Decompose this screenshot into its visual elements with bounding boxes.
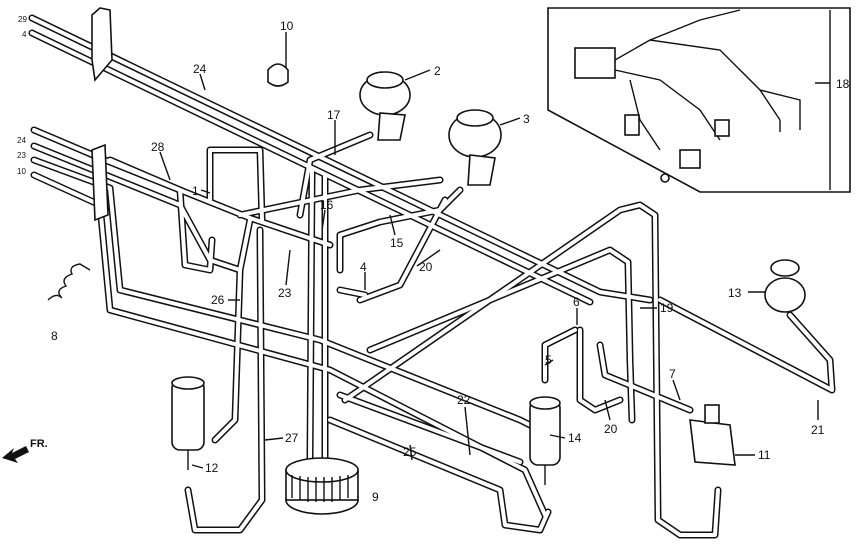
tube-label-10: 10	[17, 167, 26, 176]
callout-1: 1	[192, 184, 199, 198]
callout-10: 10	[280, 19, 294, 33]
callout-4: 4	[360, 260, 367, 274]
callout-13: 13	[728, 286, 742, 300]
hose-28-inner	[108, 158, 214, 272]
hose-16-a-inner	[308, 168, 314, 462]
callout-28: 28	[151, 140, 165, 154]
callout-19: 19	[660, 301, 674, 315]
callout-3: 3	[523, 112, 530, 126]
hose-5-inner	[543, 328, 577, 382]
callout-20-upper: 20	[419, 260, 433, 274]
solenoid-valve-11	[689, 404, 736, 466]
callout-17: 17	[327, 108, 341, 122]
hose-20-a-inner	[338, 188, 462, 272]
clip-8	[47, 263, 91, 301]
hose-19b-inner	[368, 248, 634, 422]
hose-21-inner	[658, 298, 834, 392]
hoses	[28, 14, 836, 539]
filter-14	[529, 396, 561, 485]
callout-6: 6	[573, 295, 580, 309]
fr-label: FR.	[30, 438, 48, 450]
vacuum-valve-13	[764, 259, 806, 313]
callout-21: 21	[811, 423, 825, 437]
leader-lines	[159, 10, 831, 498]
vacuum-actuator-3	[448, 109, 502, 186]
callout-26: 26	[211, 293, 225, 307]
callout-16: 16	[320, 198, 334, 212]
vacuum-actuator-2	[359, 71, 411, 141]
front-direction-indicator: FR.	[2, 438, 48, 463]
tube-label-24: 24	[17, 136, 26, 145]
callouts: 10 2 3 24 17 28 1 16 15 20 4 8 23 26 19 …	[51, 19, 850, 504]
hose-19-inner	[343, 203, 720, 537]
hose-28	[106, 156, 216, 274]
hose-25	[326, 416, 552, 534]
callout-11: 11	[758, 448, 771, 462]
hose-29-inner	[30, 16, 652, 302]
hose-20-b-inner	[578, 328, 622, 412]
callout-24: 24	[193, 62, 207, 76]
callout-7: 7	[669, 367, 676, 381]
callout-27: 27	[285, 431, 299, 445]
callout-12: 12	[205, 461, 219, 475]
hose-4-inner	[30, 31, 592, 304]
callout-20-lower: 20	[604, 422, 618, 436]
callout-23: 23	[278, 286, 292, 300]
hose-27-inner	[186, 228, 264, 532]
tube-label-23: 23	[17, 151, 26, 160]
arrow-left-icon	[2, 446, 29, 463]
wire-harness-inset-18	[547, 7, 851, 193]
hose-20-curve-inner	[358, 198, 447, 302]
hose-26-inner	[213, 218, 252, 442]
tube-bracket-mid	[91, 143, 109, 222]
clamp-10	[267, 63, 289, 87]
hose-7-inner	[598, 343, 692, 412]
air-filter-9	[285, 457, 359, 515]
callout-9: 9	[372, 490, 379, 504]
hose-1-inner	[208, 148, 264, 222]
callout-25: 25	[403, 445, 417, 459]
callout-15: 15	[390, 236, 404, 250]
filter-12	[171, 376, 205, 470]
callout-14: 14	[568, 431, 582, 445]
tube-bracket-top	[91, 7, 113, 82]
hose-22-inner	[338, 393, 522, 464]
callout-5: 5	[545, 353, 552, 367]
hose-17-inner	[298, 133, 372, 217]
tube-label-4: 4	[22, 30, 27, 39]
tube-label-29: 29	[18, 15, 27, 24]
callout-18: 18	[836, 77, 850, 91]
callout-2: 2	[434, 64, 441, 78]
hose-lower-left-inner	[32, 173, 547, 517]
callout-22: 22	[457, 393, 471, 407]
hose-15-inner	[238, 178, 442, 217]
hose-25-inner	[328, 418, 550, 532]
callout-8: 8	[51, 329, 58, 343]
hose-4-small-inner	[338, 288, 367, 297]
